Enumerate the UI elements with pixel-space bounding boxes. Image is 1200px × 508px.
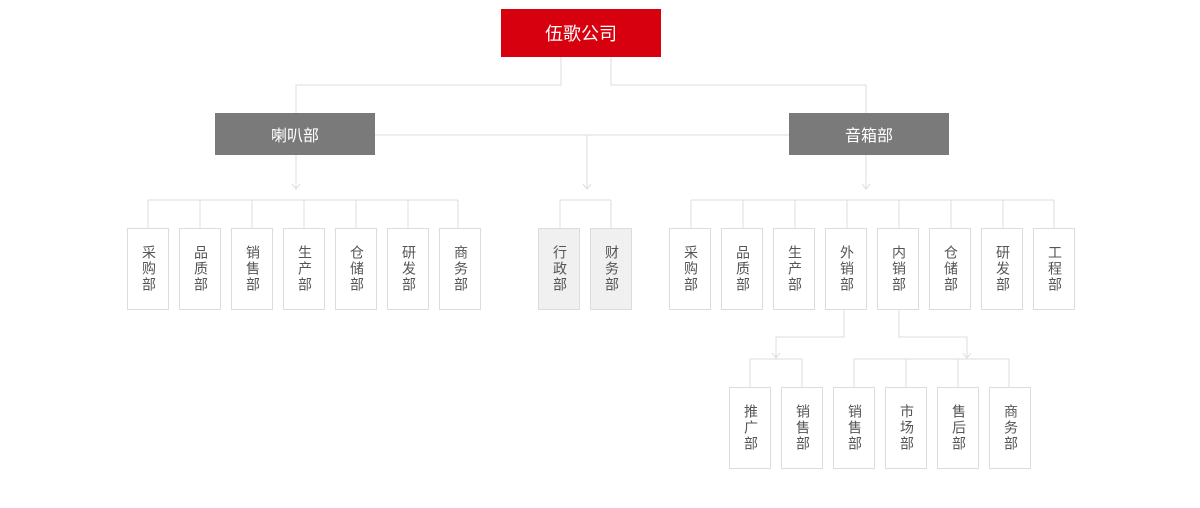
dept-node: 生产部 — [773, 228, 815, 310]
division-audio-name: 音箱部 — [844, 126, 893, 145]
dept-label: 研发部 — [994, 245, 1010, 293]
dept-label: 商务部 — [452, 245, 468, 293]
division-speaker-name: 喇叭部 — [270, 126, 319, 145]
dept-node: 采购部 — [127, 228, 169, 310]
subdept-label: 商务部 — [1002, 404, 1018, 452]
dept-label: 研发部 — [400, 245, 416, 293]
dept-node: 销售部 — [231, 228, 273, 310]
dept-label: 销售部 — [244, 245, 260, 293]
subdept-label: 销售部 — [846, 404, 862, 452]
dept-label: 仓储部 — [348, 245, 364, 293]
subdept-node: 售后部 — [937, 387, 979, 469]
dept-node: 商务部 — [439, 228, 481, 310]
dept-label: 内销部 — [890, 245, 906, 293]
dept-label: 生产部 — [786, 245, 802, 293]
dept-label: 品质部 — [734, 245, 750, 293]
dept-node: 品质部 — [721, 228, 763, 310]
subdept-node: 商务部 — [989, 387, 1031, 469]
dept-label: 生产部 — [296, 245, 312, 293]
dept-node: 研发部 — [387, 228, 429, 310]
dept-label: 仓储部 — [942, 245, 958, 293]
subdept-label: 销售部 — [794, 404, 810, 452]
subdept-label: 售后部 — [950, 404, 966, 452]
division-speaker-node: 喇叭部 — [215, 113, 375, 155]
subdept-label: 推广部 — [742, 404, 758, 452]
dept-node: 品质部 — [179, 228, 221, 310]
subdept-label: 市场部 — [898, 404, 914, 452]
dept-label: 外销部 — [838, 245, 854, 293]
dept-node-domestic: 内销部 — [877, 228, 919, 310]
dept-node-shared: 行政部 — [538, 228, 580, 310]
dept-node: 仓储部 — [929, 228, 971, 310]
subdept-node: 销售部 — [833, 387, 875, 469]
dept-node: 采购部 — [669, 228, 711, 310]
dept-node: 工程部 — [1033, 228, 1075, 310]
dept-node: 生产部 — [283, 228, 325, 310]
dept-node: 研发部 — [981, 228, 1023, 310]
dept-label: 采购部 — [140, 245, 156, 293]
dept-node-shared: 财务部 — [590, 228, 632, 310]
subdept-node: 推广部 — [729, 387, 771, 469]
dept-label: 采购部 — [682, 245, 698, 293]
dept-label: 工程部 — [1046, 245, 1062, 293]
dept-node-export: 外销部 — [825, 228, 867, 310]
dept-label: 财务部 — [603, 245, 619, 293]
company-node: 伍歌公司 — [501, 9, 661, 57]
subdept-node: 销售部 — [781, 387, 823, 469]
division-audio-node: 音箱部 — [789, 113, 949, 155]
dept-node: 仓储部 — [335, 228, 377, 310]
dept-label: 品质部 — [192, 245, 208, 293]
company-name: 伍歌公司 — [545, 24, 617, 45]
dept-label: 行政部 — [551, 245, 567, 293]
subdept-node: 市场部 — [885, 387, 927, 469]
